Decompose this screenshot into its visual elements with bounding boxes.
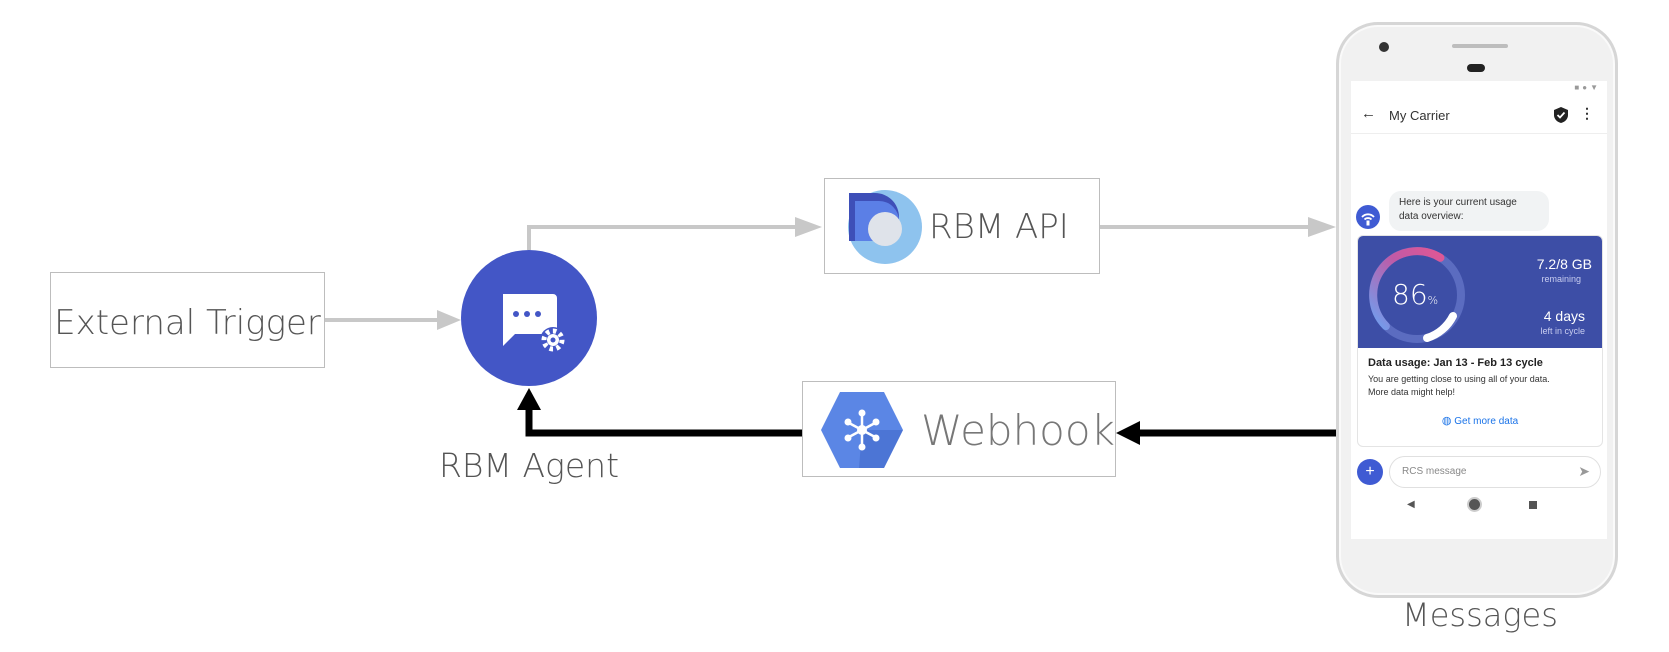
trigger-to-agent-arrowhead <box>437 310 461 330</box>
webhook-hexagon-icon <box>821 392 903 468</box>
rbm-agent-node <box>461 250 597 386</box>
phone-screen: ■●▼ ← My Carrier ⋮ Here is your current … <box>1351 81 1607 539</box>
api-to-phone-arrowhead <box>1308 217 1336 237</box>
usage-gauge <box>1369 247 1465 343</box>
nav-recents-icon[interactable] <box>1529 501 1537 509</box>
bubble-text-line1: Here is your current usage <box>1399 197 1517 208</box>
gauge-percent: 86% <box>1392 278 1438 311</box>
send-icon[interactable]: ➤ <box>1578 463 1590 479</box>
app-bar-title: My Carrier <box>1389 108 1450 123</box>
back-arrow-icon[interactable]: ← <box>1361 105 1376 122</box>
rbm-api-logo-icon <box>848 190 922 264</box>
globe-icon: ◍ <box>1441 415 1452 427</box>
webhook-node: Webhook <box>802 381 1116 477</box>
add-attachment-button[interactable]: + <box>1357 459 1383 485</box>
more-options-icon[interactable]: ⋮ <box>1580 105 1594 121</box>
webhook-to-agent-arrowhead <box>517 388 541 410</box>
chat-settings-icon <box>503 294 566 353</box>
external-trigger-label: External Trigger <box>54 303 321 343</box>
status-bar: ■●▼ <box>1574 83 1601 92</box>
nav-home-icon[interactable] <box>1467 497 1482 512</box>
card-text-line1: You are getting close to using all of yo… <box>1368 374 1550 384</box>
external-trigger-node: External Trigger <box>50 272 325 368</box>
phone-camera <box>1379 42 1389 52</box>
webhook-to-agent-arrow <box>525 408 802 437</box>
days-left-value: 4 days <box>1543 308 1585 324</box>
compose-placeholder: RCS message <box>1402 466 1467 477</box>
message-bubble: Here is your current usage data overview… <box>1389 191 1549 231</box>
card-title: Data usage: Jan 13 - Feb 13 cycle <box>1368 357 1543 369</box>
rbm-agent-label: RBM Agent <box>438 446 620 485</box>
agent-to-api-arrowhead <box>795 217 822 237</box>
bubble-text-line2: data overview: <box>1399 211 1464 222</box>
agent-avatar <box>1356 205 1380 229</box>
verified-shield-icon[interactable] <box>1554 107 1568 123</box>
phone-earpiece <box>1452 44 1508 48</box>
get-more-data-button[interactable]: ◍ Get more data <box>1358 414 1602 427</box>
webhook-label: Webhook <box>921 406 1115 455</box>
messages-label: Messages <box>1402 596 1558 634</box>
gauge-fill-arc <box>1369 247 1445 331</box>
get-more-data-label: Get more data <box>1454 416 1519 427</box>
phone-to-webhook-arrowhead <box>1116 421 1140 445</box>
compose-input[interactable]: RCS message ➤ <box>1389 456 1601 488</box>
rich-card-media: 86% 7.2/8 GB remaining 4 days left in cy… <box>1358 236 1602 348</box>
card-text-line2: More data might help! <box>1368 387 1456 397</box>
nav-back-icon[interactable]: ◀ <box>1407 499 1415 510</box>
agent-to-api-arrow <box>527 225 805 250</box>
days-left-label: left in cycle <box>1540 326 1585 336</box>
rbm-api-node: RBM API <box>824 178 1100 274</box>
gauge-percent-value: 86 <box>1392 278 1428 311</box>
gauge-percent-unit: % <box>1427 294 1439 307</box>
phone-sensor <box>1467 64 1485 72</box>
data-remaining-value: 7.2/8 GB <box>1536 256 1592 272</box>
app-bar: ← My Carrier ⋮ <box>1351 97 1607 134</box>
rbm-api-label: RBM API <box>929 207 1069 247</box>
phone-device: ■●▼ ← My Carrier ⋮ Here is your current … <box>1336 22 1618 598</box>
rich-card: 86% 7.2/8 GB remaining 4 days left in cy… <box>1357 235 1603 447</box>
data-remaining-label: remaining <box>1541 274 1581 284</box>
wifi-icon <box>1361 213 1375 226</box>
